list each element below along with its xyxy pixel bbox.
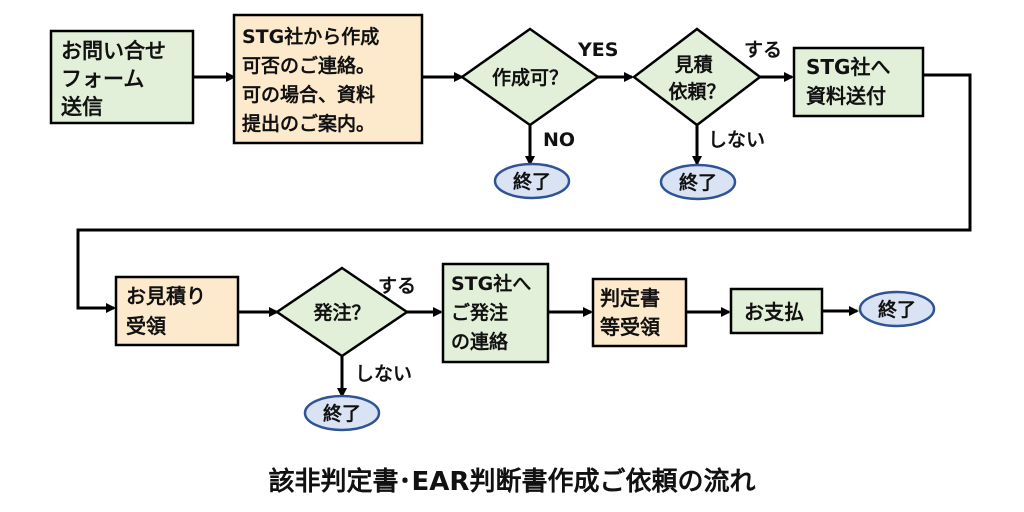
node-order-contact-text: STG社へ ご発注 の連絡 xyxy=(451,272,538,353)
node-send-docs-text: STG社へ 資料送付 xyxy=(806,55,897,108)
node-order: 発注？ xyxy=(274,266,410,358)
node-end-1: 終了 xyxy=(493,162,571,200)
label-do-2: する xyxy=(378,275,416,297)
node-receive-quote-text: お見積り 受領 xyxy=(126,284,213,338)
node-contact-text: STG社から作成 可否のご連絡。 可の場合、資料 提出のご案内。 xyxy=(242,25,386,135)
edge-senddocs-receivequote xyxy=(76,73,972,313)
label-dont-2: しない xyxy=(355,363,412,385)
node-payment: お支払 xyxy=(729,287,824,335)
node-order-contact: STG社へ ご発注 の連絡 xyxy=(441,262,550,364)
node-end-2-text: 終了 xyxy=(679,171,717,194)
node-contact: STG社から作成 可否のご連絡。 可の場合、資料 提出のご案内。 xyxy=(232,13,424,145)
node-inquiry: お問い合せ フォーム 送信 xyxy=(49,29,195,125)
connectors xyxy=(76,72,972,398)
node-can-create: 作成可？ xyxy=(459,27,601,127)
node-end-3: 終了 xyxy=(303,394,381,432)
node-inquiry-text: お問い合せ フォーム 送信 xyxy=(61,39,173,119)
label-no: NO xyxy=(543,129,575,151)
node-end-3-text: 終了 xyxy=(323,402,361,425)
node-order-text: 発注？ xyxy=(312,301,370,324)
node-receive-docs: 判定書 等受領 xyxy=(591,277,688,348)
diagram-title: 該非判定書･EAR判断書作成ご依頼の流れ xyxy=(269,466,756,497)
label-do-1: する xyxy=(744,39,782,61)
node-end-4-text: 終了 xyxy=(878,298,916,321)
node-quote-request: 見積 依頼？ xyxy=(631,27,763,127)
node-send-docs: STG社へ 資料送付 xyxy=(792,46,925,118)
node-payment-text: お支払 xyxy=(744,300,804,324)
node-receive-quote: お見積り 受領 xyxy=(114,275,240,347)
label-dont-1: しない xyxy=(708,129,765,151)
node-can-create-text: 作成可？ xyxy=(492,66,568,89)
node-end-2: 終了 xyxy=(659,163,737,201)
node-end-4: 終了 xyxy=(858,290,936,328)
node-end-1-text: 終了 xyxy=(513,170,551,193)
label-yes: YES xyxy=(577,39,618,61)
node-quote-request-text: 見積 依頼？ xyxy=(668,53,725,103)
node-receive-docs-text: 判定書 等受領 xyxy=(600,286,667,339)
